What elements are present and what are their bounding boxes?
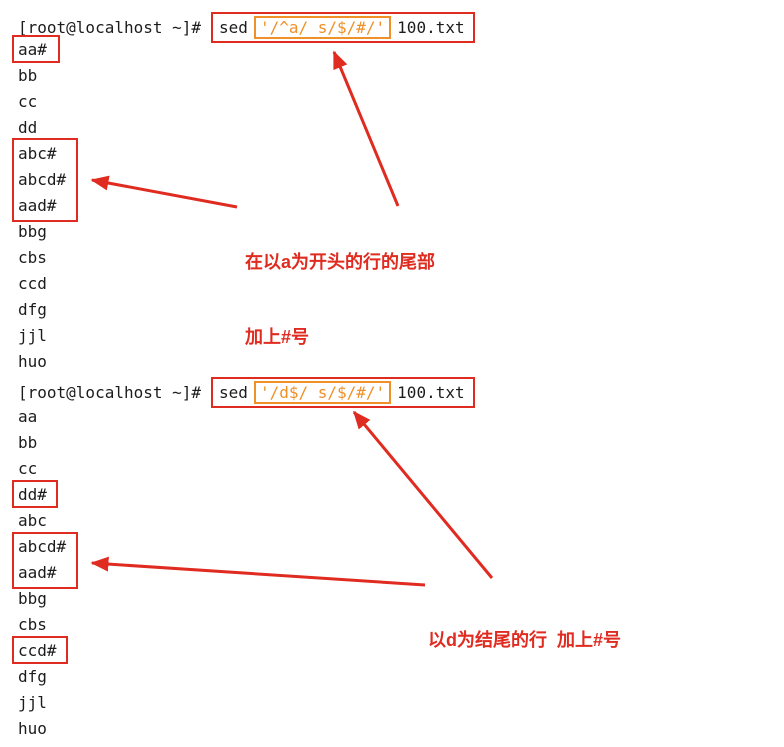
arrow-to-command-2 [352, 410, 494, 579]
terminal-output-line: cc [18, 459, 38, 478]
terminal-output-line: bbg [18, 589, 47, 608]
terminal-command-line-1: [root@localhost ~]# sed '/^a/ s/$/#/' 10… [18, 12, 475, 43]
command-name: sed [219, 383, 248, 402]
terminal-output-line: dd [18, 118, 38, 137]
terminal-output-line: huo [18, 719, 47, 738]
terminal-output-line: aa# [18, 40, 47, 59]
annotation-note-2: 以d为结尾的行 加上#号 [428, 578, 621, 678]
shell-prompt: [root@localhost ~]# [18, 383, 202, 402]
annotation-note-1-line-2: 加上#号 [245, 327, 310, 347]
terminal-command-line-2: [root@localhost ~]# sed '/d$/ s/$/#/' 10… [18, 377, 475, 408]
terminal-output-line: jjl [18, 693, 47, 712]
arrow-to-abcd-group [90, 556, 426, 587]
terminal-output-line: aad# [18, 196, 57, 215]
terminal-output-line: dd# [18, 485, 47, 504]
terminal-output-line: abcd# [18, 170, 67, 189]
terminal-output-line: cbs [18, 615, 47, 634]
arrow-to-abc-group [90, 175, 238, 209]
sed-pattern-highlight: '/d$/ s/$/#/' [253, 381, 392, 404]
terminal-output-line: ccd# [18, 641, 57, 660]
arrow-to-command-1 [332, 50, 400, 207]
annotation-note-2-text: 以d为结尾的行 加上#号 [428, 630, 622, 650]
terminal-output-line: cbs [18, 248, 47, 267]
terminal-output-line: abc# [18, 144, 57, 163]
sed-pattern-highlight: '/^a/ s/$/#/' [253, 16, 392, 39]
command-file-arg: 100.txt [397, 383, 465, 402]
terminal-output-2: aa bb cc dd# abc abcd# aad# bbg cbs ccd# dfg jjl huo [18, 404, 66, 742]
shell-prompt: [root@localhost ~]# [18, 18, 202, 37]
terminal-output-line: dfg [18, 667, 47, 686]
command-name: sed [219, 18, 248, 37]
command-highlight-red-box: sed '/d$/ s/$/#/' 100.txt [211, 377, 475, 408]
terminal-output-line: aa [18, 407, 38, 426]
terminal-output-line: jjl [18, 326, 47, 345]
terminal-output-line: dfg [18, 300, 47, 319]
terminal-output-line: abcd# [18, 537, 67, 556]
terminal-output-line: abc [18, 511, 47, 530]
annotation-note-1: 在以a为开头的行的尾部 加上#号 [245, 200, 435, 375]
command-file-arg: 100.txt [397, 18, 465, 37]
terminal-output-line: ccd [18, 274, 47, 293]
terminal-output-line: aad# [18, 563, 57, 582]
terminal-output-line: bb [18, 66, 38, 85]
annotation-note-1-line-1: 在以a为开头的行的尾部 [245, 252, 436, 272]
terminal-output-line: huo [18, 352, 47, 371]
terminal-output-1: aa# bb cc dd abc# abcd# aad# bbg cbs ccd dfg jjl huo [18, 37, 66, 375]
terminal-output-line: bb [18, 433, 38, 452]
terminal-output-line: cc [18, 92, 38, 111]
terminal-output-line: bbg [18, 222, 47, 241]
command-highlight-red-box: sed '/^a/ s/$/#/' 100.txt [211, 12, 475, 43]
